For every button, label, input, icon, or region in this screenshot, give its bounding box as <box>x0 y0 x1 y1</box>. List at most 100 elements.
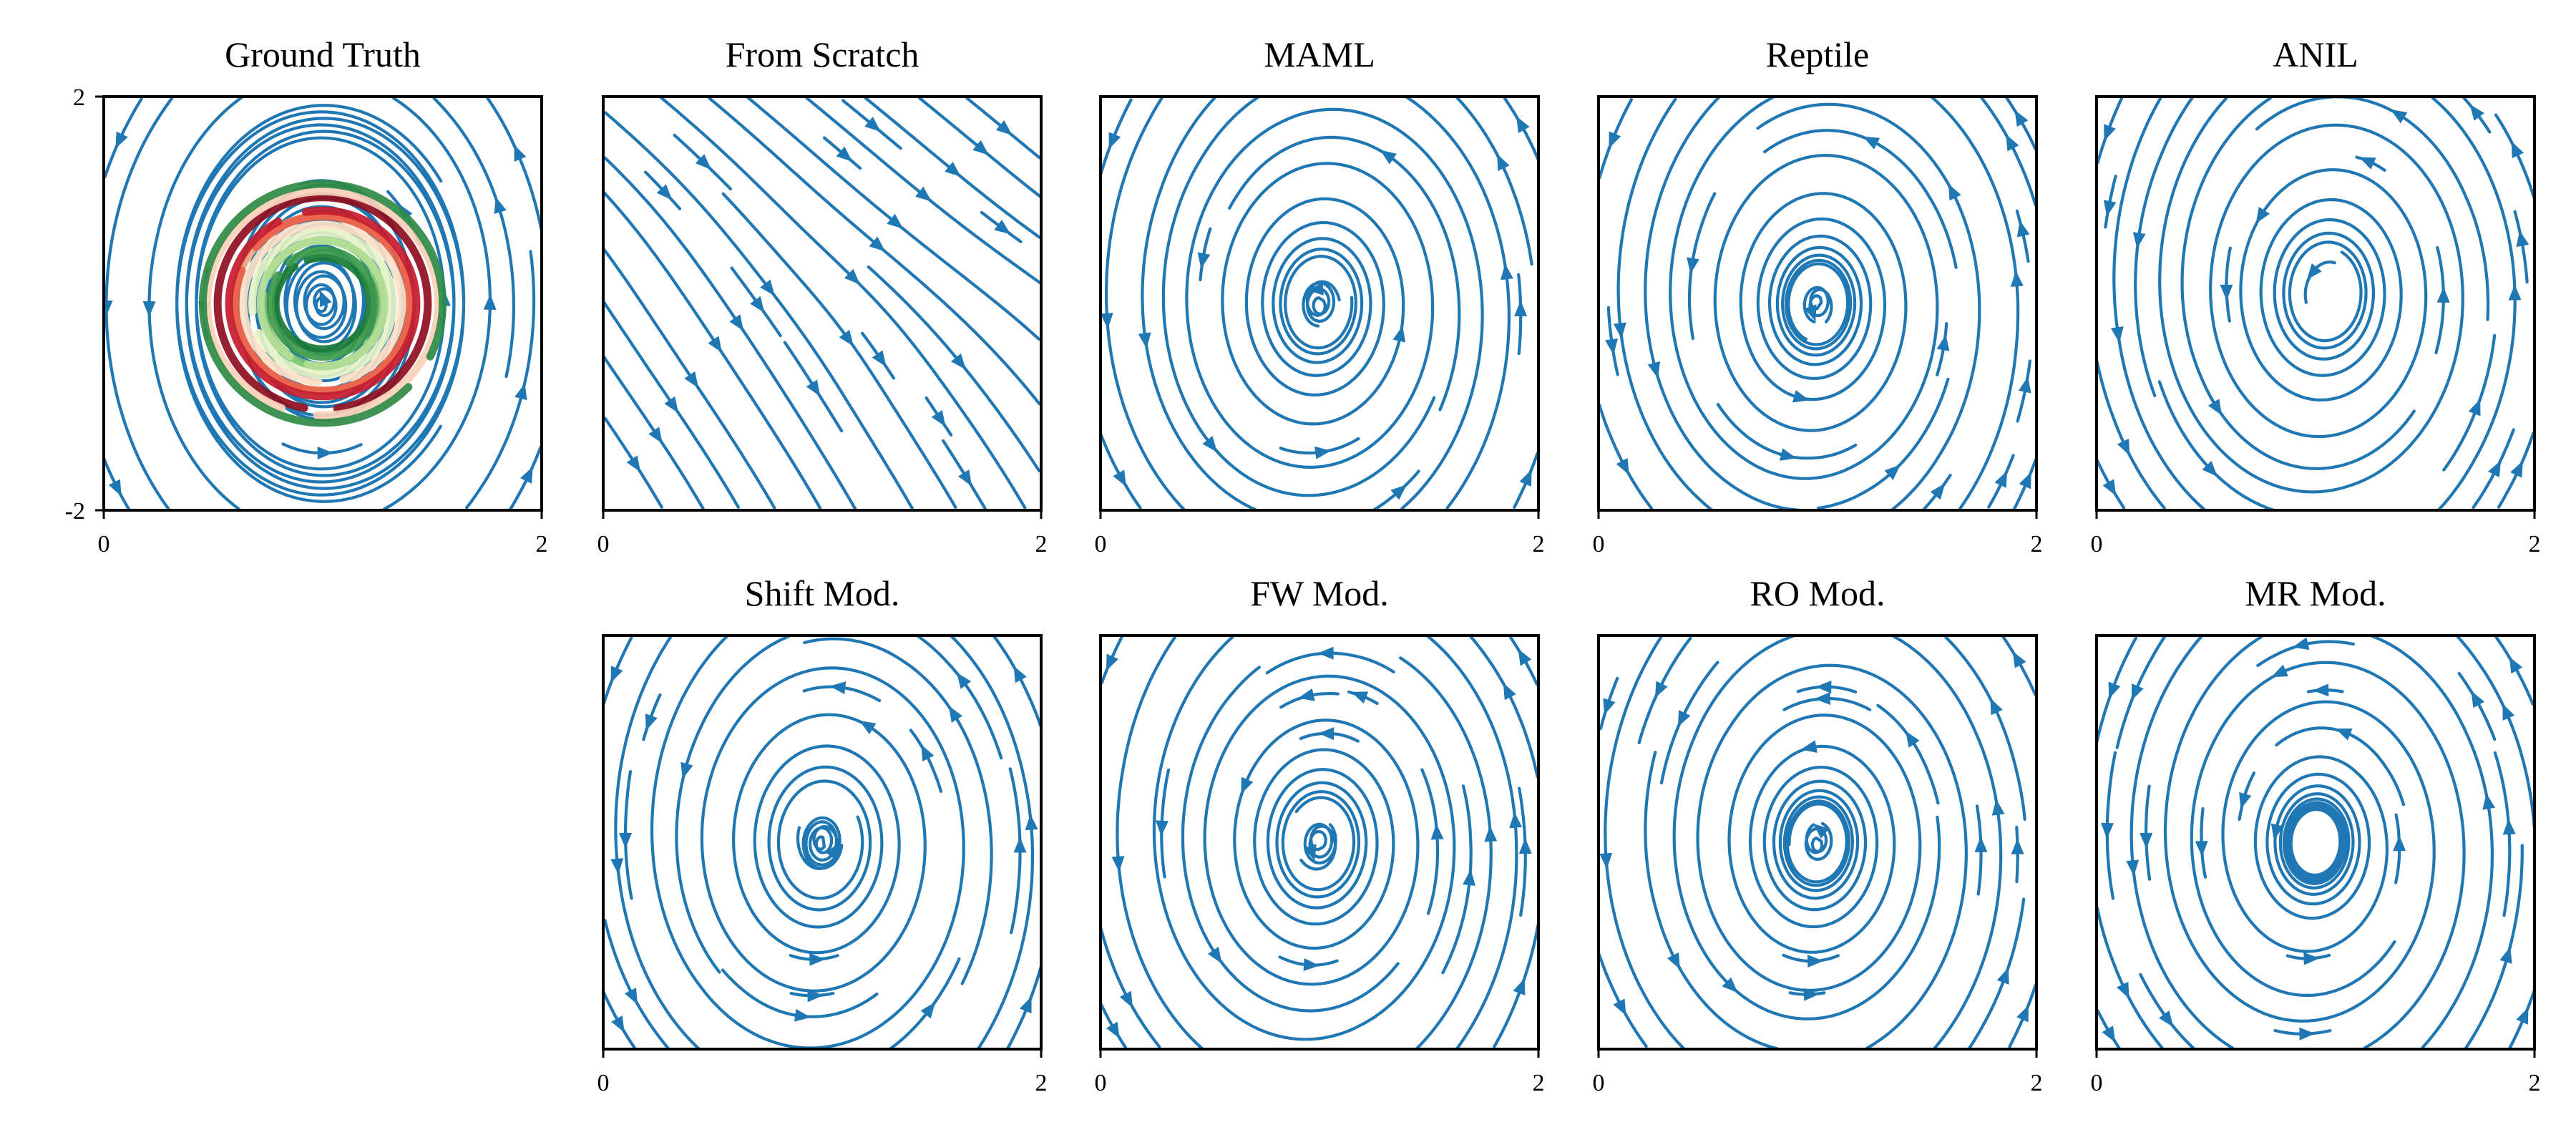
streamline <box>2139 973 2195 1049</box>
streamline-arrow <box>2101 822 2114 839</box>
streamline-arrow <box>2131 683 2144 701</box>
streamline <box>104 97 174 510</box>
streamline-arrow <box>1994 471 2008 488</box>
trajectory <box>213 193 432 413</box>
streamline-arrow <box>1380 150 1397 165</box>
streamline-arrow <box>1804 304 1817 322</box>
streamline-arrow <box>931 409 946 427</box>
streamline-arrow <box>1609 131 1621 149</box>
streamline-arrow <box>1514 300 1528 316</box>
streamline-arrow <box>1303 958 1320 971</box>
streamline-arrow <box>108 479 122 497</box>
streamline-arrow <box>836 146 853 162</box>
streamline-arrow <box>610 858 624 874</box>
streamline-arrow <box>1991 799 2005 816</box>
streamline-arrow <box>2502 703 2515 721</box>
streamline-arrow <box>684 371 698 389</box>
streamline-arrow <box>514 383 527 401</box>
streamline-arrow <box>624 988 638 1005</box>
streamline <box>614 635 701 1049</box>
axes-frame <box>602 634 1043 1051</box>
trajectory <box>231 212 414 395</box>
streamline <box>1756 102 1981 510</box>
streamline <box>1637 636 1692 744</box>
streamline-arrow <box>1390 484 1407 500</box>
axes-frame <box>1099 95 1540 512</box>
streamline-arrow <box>839 329 854 346</box>
streamline-arrow <box>2018 376 2031 394</box>
streamline-arrow <box>1106 653 1119 671</box>
panel-title: Reptile <box>1766 34 1869 74</box>
streamline-arrow <box>2014 109 2029 127</box>
streamline-arrow <box>2207 399 2223 416</box>
streamline <box>2464 844 2524 1049</box>
streamline-arrow <box>1025 814 1038 831</box>
streamline-arrow <box>1318 727 1335 741</box>
x-tick-label: 0 <box>1095 1070 1107 1096</box>
streamline-arrow <box>1207 947 1222 964</box>
streamline <box>2015 825 2019 884</box>
streamline <box>650 635 965 1049</box>
streamline-arrow <box>1613 998 1626 1016</box>
streamline-arrow <box>2313 683 2329 697</box>
streamline-arrow <box>2508 284 2522 301</box>
streamline <box>1228 135 1461 411</box>
streamline-arrow <box>869 236 886 252</box>
streamline-arrow <box>1647 361 1661 379</box>
x-tick-label: 2 <box>1035 1070 1048 1096</box>
streamline-arrow <box>2019 472 2031 489</box>
streamline-arrow <box>829 681 847 695</box>
streamline-arrow <box>1948 183 1961 201</box>
trajectory <box>203 187 442 420</box>
streamline-arrow <box>806 379 821 396</box>
streamline-arrow <box>2016 220 2030 238</box>
streamlines-ro <box>1599 635 2036 1049</box>
streamline-arrow <box>2510 460 2523 478</box>
streamlines-shift <box>603 635 1041 1049</box>
streamline <box>721 968 879 1018</box>
streamline-arrow <box>1677 710 1691 727</box>
streamline-arrow <box>2195 841 2208 857</box>
streamline-arrow <box>1906 731 1920 748</box>
streamline-arrow <box>2102 1025 2116 1043</box>
y-tick-label: 2 <box>73 84 85 111</box>
streamline-arrow <box>2117 438 2130 456</box>
streamline-arrow <box>1518 838 1532 854</box>
streamline-arrow <box>708 336 723 353</box>
streamline-arrow <box>2104 124 2116 142</box>
streamline-arrow <box>2132 232 2146 249</box>
streamline-arrow <box>825 842 840 860</box>
x-tick-label: 0 <box>2091 1070 2103 1096</box>
streamline-arrow <box>921 744 935 761</box>
streamline-arrow <box>1605 338 1618 355</box>
streamline <box>1876 703 1940 805</box>
streamline-arrow <box>2102 479 2117 496</box>
streamline <box>603 156 857 510</box>
streamline <box>1716 403 1858 460</box>
panel-title: FW Mod. <box>1250 573 1389 613</box>
streamline-arrow <box>2011 838 2024 854</box>
streamline-arrow <box>2140 832 2153 849</box>
x-tick-label: 0 <box>1593 531 1605 557</box>
streamline-arrow <box>2509 656 2523 674</box>
streamline-arrow <box>794 1008 811 1022</box>
streamline-arrow <box>494 197 507 214</box>
streamline <box>603 919 670 1049</box>
x-tick-label: 2 <box>1533 1070 1545 1096</box>
streamline <box>2303 260 2336 304</box>
streamline-arrow <box>1613 322 1626 339</box>
streamline-arrow <box>626 455 641 472</box>
panel-title: Shift Mod. <box>745 573 900 613</box>
streamline-arrow <box>1815 680 1832 693</box>
x-tick-label: 0 <box>2091 531 2103 557</box>
streamline-arrow <box>1814 692 1830 706</box>
streamline-arrow <box>1108 132 1121 150</box>
streamline-arrow <box>859 720 877 735</box>
streamline-arrow <box>1138 332 1151 349</box>
streamline <box>1891 635 2003 1049</box>
x-tick-label: 2 <box>2031 1070 2043 1096</box>
streamline <box>796 816 844 870</box>
